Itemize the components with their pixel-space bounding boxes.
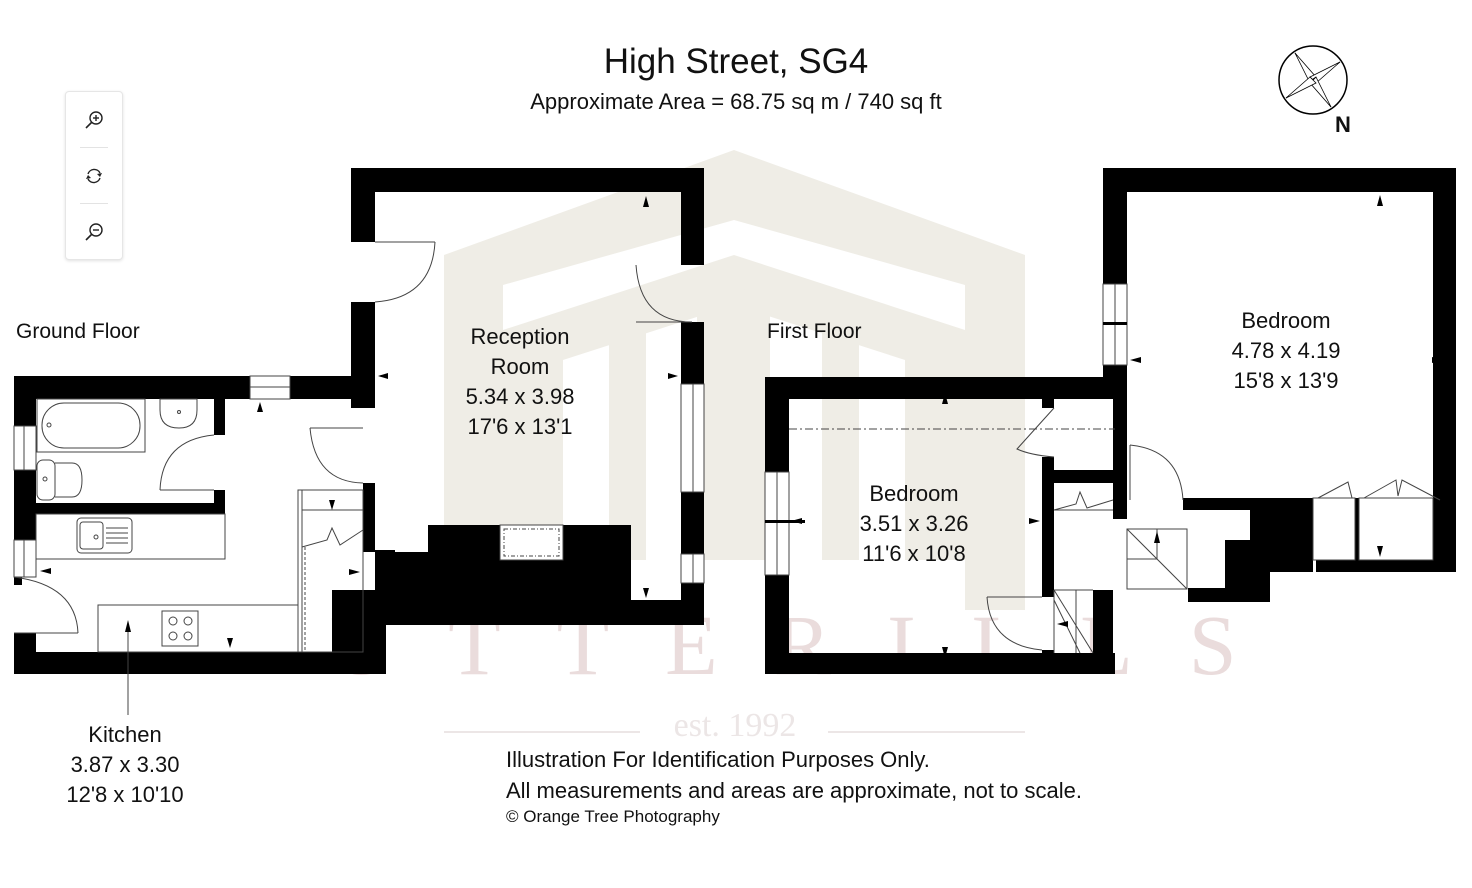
ground-floor-fixtures [13,241,693,715]
reset-view-button[interactable] [66,148,122,203]
room-dimensions-imperial: 15'8 x 13'9 [1233,368,1339,393]
first-floor-label: First Floor [767,320,862,343]
zoom-separator [80,203,108,204]
disclaimer-line-2: All measurements and areas are approxima… [506,778,1082,803]
zoom-in-button[interactable] [66,92,122,147]
watermark-est: est. 1992 [673,707,797,744]
room-dimensions-metric: 4.78 x 4.19 [1231,338,1341,363]
room-name: Room [490,354,550,379]
room-label-bedroom-2: Bedroom 4.78 x 4.19 15'8 x 13'9 [1196,306,1376,396]
first-floor-walls [765,168,1456,674]
room-name: Bedroom [869,481,959,506]
plan-area: Approximate Area = 68.75 sq m / 740 sq f… [530,89,942,114]
room-dimensions-imperial: 11'6 x 10'8 [862,541,966,566]
room-dimensions-imperial: 12'8 x 10'10 [66,782,184,807]
ground-floor-windows [13,375,705,584]
photo-credit: © Orange Tree Photography [506,807,720,826]
first-floor-fixtures [789,407,1441,654]
disclaimer-line-1: Illustration For Identification Purposes… [506,747,930,772]
room-name: Reception [470,324,570,349]
room-dimensions-imperial: 17'6 x 13'1 [467,414,573,439]
first-floor-windows [764,283,1128,576]
zoom-in-icon [85,110,103,129]
room-dimensions-metric: 3.51 x 3.26 [859,511,969,536]
dimension-arrows [40,195,1443,658]
room-dimensions-metric: 5.34 x 3.98 [465,384,575,409]
refresh-icon [86,168,102,183]
room-name: Bedroom [1241,308,1331,333]
room-label-kitchen: Kitchen 3.87 x 3.30 12'8 x 10'10 [35,720,215,810]
zoom-separator [80,147,108,148]
zoom-controls [65,91,123,260]
compass-north-label: N [1335,112,1351,137]
room-name: Kitchen [88,722,162,747]
ground-floor-walls [14,168,704,674]
room-label-bedroom-1: Bedroom 3.51 x 3.26 11'6 x 10'8 [824,479,1004,569]
ground-floor-label: Ground Floor [16,320,140,343]
room-dimensions-metric: 3.87 x 3.30 [70,752,180,777]
disclaimer: Illustration For Identification Purposes… [506,744,1082,828]
zoom-out-button[interactable] [66,204,122,259]
zoom-out-icon [85,222,103,241]
plan-title: High Street, SG4 [603,42,869,81]
room-label-reception: Reception Room 5.34 x 3.98 17'6 x 13'1 [430,322,610,442]
compass-rose-icon [1278,45,1348,115]
